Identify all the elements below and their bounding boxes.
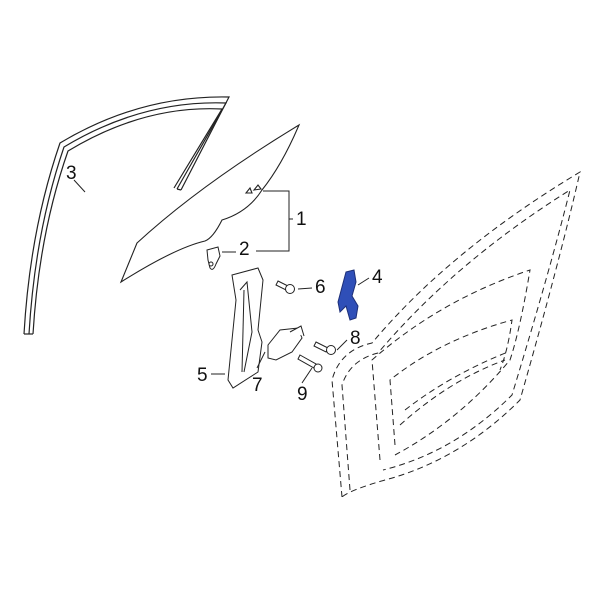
leader-1 — [256, 190, 293, 252]
door-shell-reference — [331, 170, 581, 498]
callout-2[interactable]: 2 — [239, 239, 250, 260]
door-glass-part[interactable] — [119, 123, 301, 284]
bolt-6-part[interactable] — [275, 280, 295, 294]
glass-run-channel-part[interactable] — [23, 96, 230, 335]
callout-4[interactable]: 4 — [372, 267, 383, 288]
callout-5[interactable]: 5 — [197, 365, 208, 386]
callout-1[interactable]: 1 — [296, 209, 307, 230]
callout-9[interactable]: 9 — [297, 384, 308, 405]
highlighted-bracket-part[interactable] — [337, 269, 359, 321]
callout-6[interactable]: 6 — [315, 277, 326, 298]
regulator-motor-part[interactable] — [267, 325, 305, 361]
callout-3[interactable]: 3 — [66, 163, 77, 184]
window-regulator-part[interactable] — [227, 267, 264, 389]
callout-7[interactable]: 7 — [252, 375, 263, 396]
glass-bracket-part[interactable] — [206, 246, 221, 270]
callout-8[interactable]: 8 — [350, 328, 361, 349]
bolt-8-part[interactable] — [313, 341, 336, 355]
bolt-9-part[interactable] — [297, 354, 323, 373]
leader-arrows — [73, 179, 370, 384]
